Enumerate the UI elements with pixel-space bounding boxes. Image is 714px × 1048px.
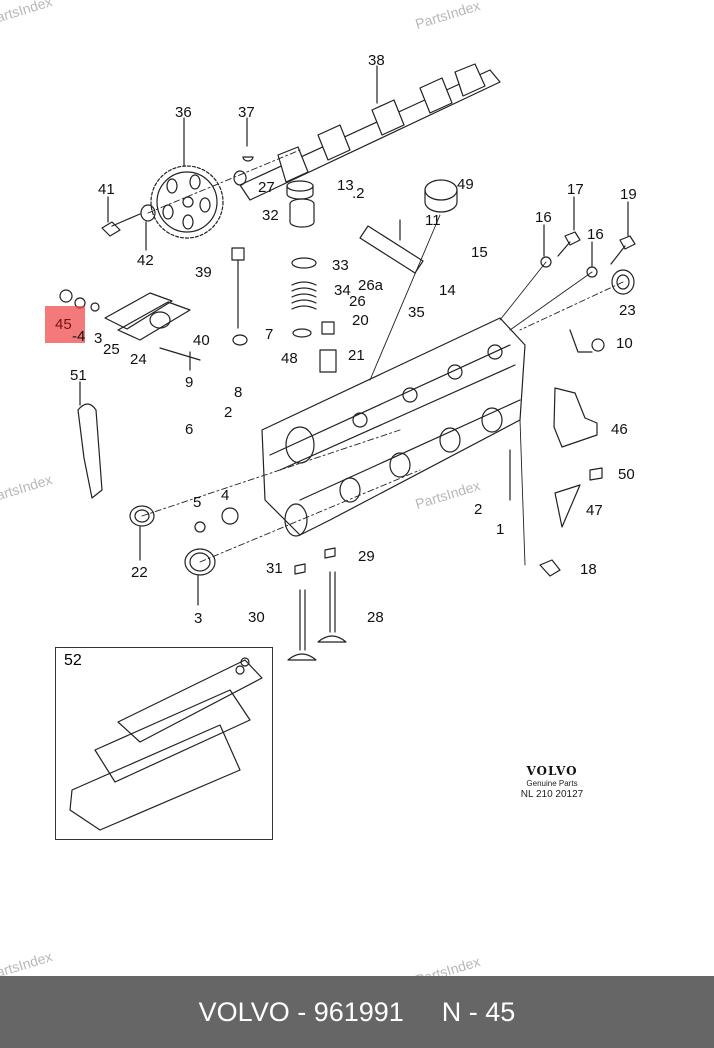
callout-26[interactable]: 26 [349, 293, 366, 310]
brand-block: VOLVO Genuine Parts NL 210 20127 [507, 764, 597, 800]
callout-37[interactable]: 37 [238, 104, 255, 121]
cylinder-head-part [261, 317, 526, 537]
callout-16[interactable]: 16 [535, 209, 552, 226]
callout-22[interactable]: 22 [131, 564, 148, 581]
callout-10[interactable]: 10 [616, 335, 633, 352]
callout-31[interactable]: 31 [266, 560, 283, 577]
callout-29[interactable]: 29 [358, 548, 375, 565]
position-text: N - 45 [441, 996, 516, 1027]
callout-8[interactable]: 8 [234, 384, 243, 401]
callout-32[interactable]: 32 [262, 207, 279, 224]
callout-4[interactable]: -4 [72, 328, 86, 345]
callout-39[interactable]: 39 [195, 264, 212, 281]
camshaft-gear-part [150, 117, 224, 239]
callout-48[interactable]: 48 [281, 350, 298, 367]
callout-17[interactable]: 17 [567, 181, 584, 198]
callout-49[interactable]: 49 [457, 176, 474, 193]
callout-35[interactable]: 35 [408, 304, 425, 321]
exploded-parts-diagram [59, 63, 636, 831]
callout-42[interactable]: 42 [137, 252, 154, 269]
callout-41[interactable]: 41 [98, 181, 115, 198]
callout-24[interactable]: 24 [130, 351, 147, 368]
callout-1[interactable]: 1 [496, 521, 505, 538]
callout-4[interactable]: 4 [221, 487, 230, 504]
callout-11[interactable]: 11 [425, 212, 441, 229]
callout-2[interactable]: 2 [474, 501, 483, 518]
inset-cylinder-head-assembly [69, 657, 263, 831]
callout-2[interactable]: 2 [224, 404, 233, 421]
callout-27[interactable]: 27 [258, 179, 275, 196]
footer-bar: VOLVO - 961991 N - 45 [0, 976, 714, 1048]
callout-20[interactable]: 20 [352, 312, 369, 329]
camshaft-part [233, 63, 501, 201]
callout-36[interactable]: 36 [175, 104, 192, 121]
callout-33[interactable]: 33 [332, 257, 349, 274]
callout-28[interactable]: 28 [367, 609, 384, 626]
callout-40[interactable]: 40 [193, 332, 210, 349]
callout-18[interactable]: 18 [580, 561, 597, 578]
callout-47[interactable]: 47 [586, 502, 603, 519]
callout-50[interactable]: 50 [618, 466, 635, 483]
callout-7[interactable]: 7 [265, 326, 274, 343]
callout-26a[interactable]: 26a [358, 277, 384, 294]
callout-30[interactable]: 30 [248, 609, 265, 626]
callout-6[interactable]: 6 [185, 421, 194, 438]
callout-25[interactable]: 25 [103, 341, 120, 358]
callout-21[interactable]: 21 [348, 347, 365, 364]
callout-5[interactable]: 5 [193, 494, 202, 511]
volvo-logo: VOLVO [526, 764, 578, 778]
callout-16[interactable]: 16 [587, 226, 604, 243]
callout-14[interactable]: 14 [439, 282, 456, 299]
callout-45[interactable]: 45 [55, 316, 72, 333]
inset-frame: 52 [55, 647, 273, 840]
callout-9[interactable]: 9 [185, 374, 194, 391]
callout-38[interactable]: 38 [368, 52, 385, 69]
callout-51[interactable]: 51 [70, 367, 87, 384]
callout-13[interactable]: 13 [337, 177, 354, 194]
highlighted-part-marker [45, 306, 85, 343]
callout-15[interactable]: 15 [471, 244, 488, 261]
part-number-text: VOLVO - 961991 [198, 996, 404, 1027]
callout-3[interactable]: 3 [194, 610, 203, 627]
callout-23[interactable]: 23 [619, 302, 636, 319]
callout-19[interactable]: 19 [620, 186, 637, 203]
callout-46[interactable]: 46 [611, 421, 628, 438]
callout-34[interactable]: 34 [334, 282, 351, 299]
diagram-code: NL 210 20127 [520, 789, 584, 800]
brand-subtitle: Genuine Parts [526, 779, 578, 788]
callout-3[interactable]: 3 [94, 330, 103, 347]
callout-2[interactable]: .2 [352, 185, 365, 202]
inset-callout-label[interactable]: 52 [62, 652, 84, 670]
